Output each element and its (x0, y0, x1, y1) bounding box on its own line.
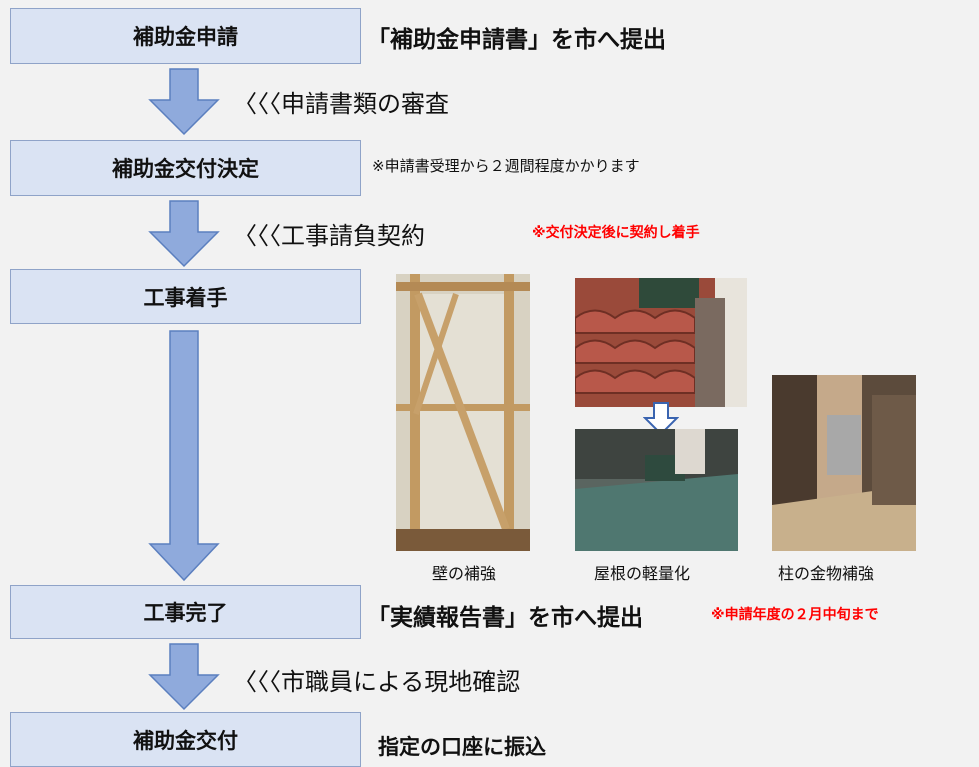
inspection-note: 〈〈〈市職員による現地確認 (233, 668, 521, 696)
tile-roof-illustration (575, 278, 747, 407)
step-box-grant-decision: 補助金交付決定 (10, 140, 361, 196)
down-arrow-icon (148, 200, 220, 268)
contract-warning: ※交付決定後に契約し着手 (532, 225, 700, 241)
completion-note: 「実績報告書」を市へ提出 (367, 605, 643, 631)
contract-note: 〈〈〈工事請負契約 (233, 222, 425, 250)
pillar-hardware-caption: 柱の金物補強 (778, 564, 875, 583)
metal-roof-illustration (575, 429, 738, 551)
step-label: 補助金交付 (133, 728, 238, 753)
step-box-construction-complete: 工事完了 (10, 585, 361, 639)
down-arrow-icon (148, 68, 220, 136)
step-box-construction-start: 工事着手 (10, 269, 361, 324)
transfer-note: 指定の口座に振込 (378, 735, 546, 759)
step-box-subsidy-application: 補助金申請 (10, 8, 361, 64)
wall-reinforcement-caption: 壁の補強 (432, 564, 497, 583)
step-box-subsidy-payment: 補助金交付 (10, 712, 361, 767)
completion-deadline: ※申請年度の２月中旬まで (711, 607, 879, 623)
decision-duration-note: ※申請書受理から２週間程度かかります (372, 157, 640, 175)
step-label: 補助金申請 (133, 25, 238, 49)
wall-frame-illustration (396, 274, 530, 551)
roof-metal-after-photo (575, 429, 738, 551)
roof-tiles-before-photo (575, 278, 747, 407)
roof-lightening-caption: 屋根の軽量化 (594, 564, 691, 583)
step-label: 工事完了 (143, 601, 228, 625)
step-label: 補助金交付決定 (112, 157, 259, 181)
small-down-arrow-icon (643, 402, 679, 436)
pillar-illustration (772, 375, 916, 551)
application-note: 「補助金申請書」を市へ提出 (367, 27, 666, 53)
pillar-hardware-photo (772, 375, 916, 551)
step-label: 工事着手 (143, 285, 228, 310)
long-down-arrow-icon (148, 330, 220, 582)
down-arrow-icon (148, 643, 220, 711)
review-note: 〈〈〈申請書類の審査 (233, 90, 449, 118)
wall-reinforcement-photo (396, 274, 530, 551)
